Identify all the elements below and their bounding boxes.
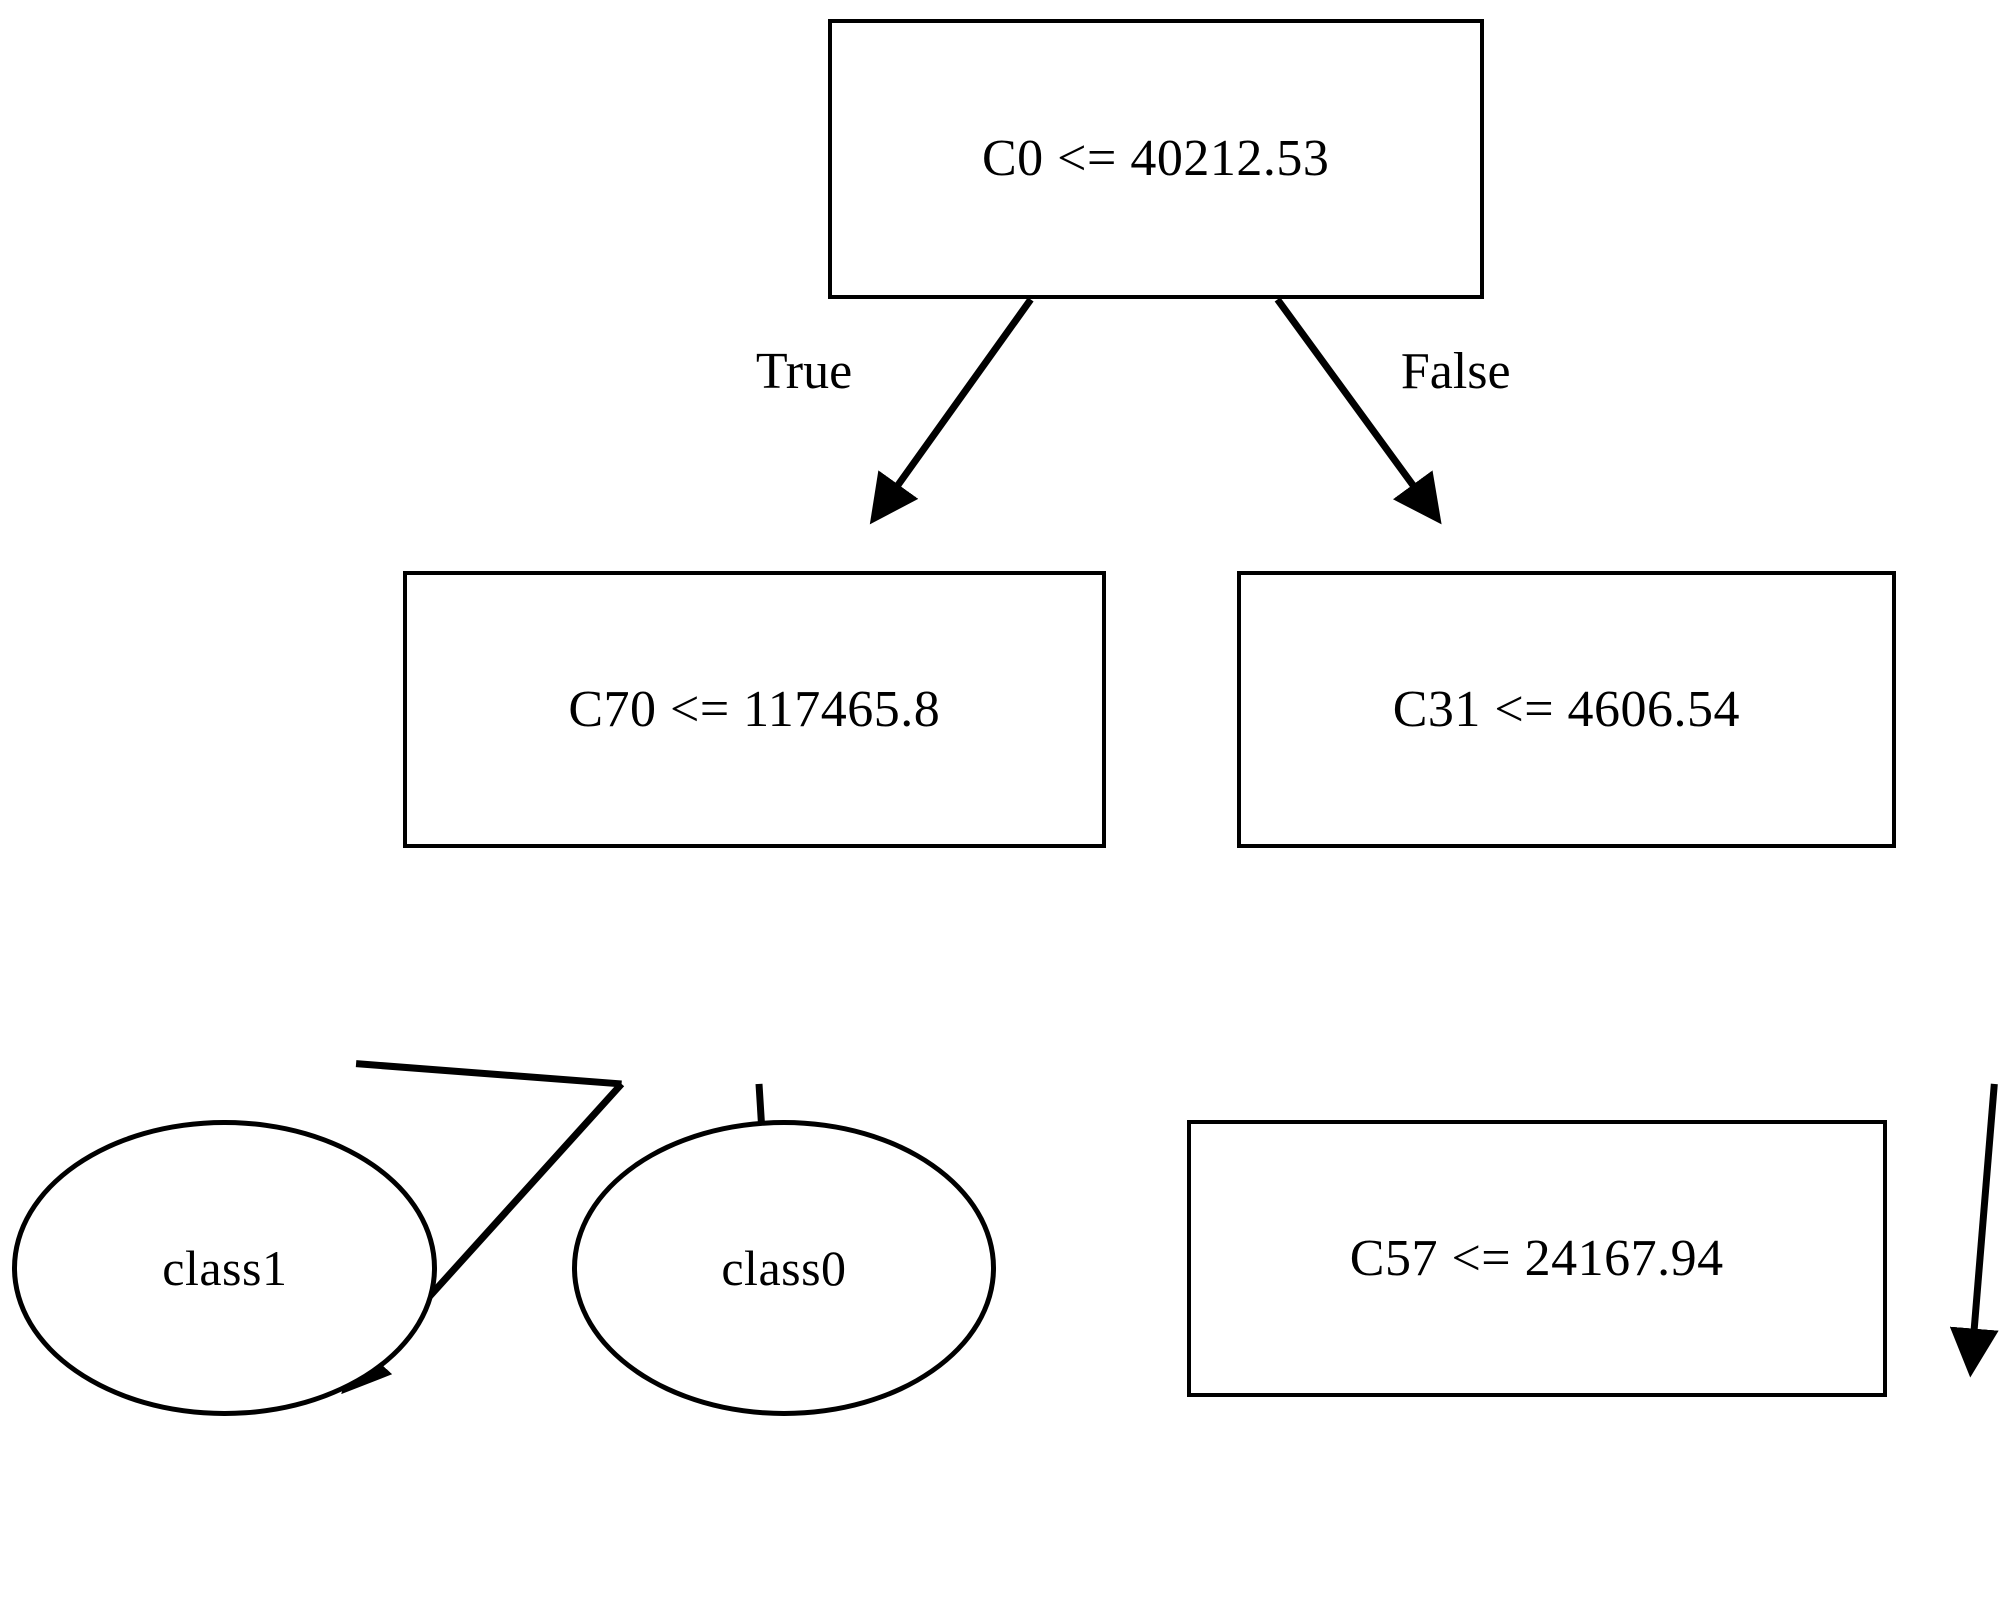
edge-right-split-to-mid-split (1949, 1083, 1999, 1378)
tree-node-mid-split[interactable]: C57 <= 24167.94 (1186, 1119, 1887, 1398)
tree-node-left-split-label: C70 <= 117465.8 (568, 680, 941, 738)
tree-leaf-class1-a-label: class1 (162, 1239, 288, 1296)
edge-root-to-left-split (869, 297, 1034, 525)
edge-label-true: True (755, 343, 853, 401)
tree-node-root-label: C0 <= 40212.53 (981, 130, 1330, 188)
tree-node-root[interactable]: C0 <= 40212.53 (827, 18, 1484, 300)
tree-node-right-split[interactable]: C31 <= 4606.54 (1236, 570, 1896, 849)
tree-leaf-class0-b-label: class0 (721, 1239, 847, 1296)
tree-leaf-class1-a[interactable]: class1 (12, 1119, 438, 1417)
edge-root-to-right-split (1274, 297, 1442, 525)
edge-label-false: False (1400, 343, 1511, 401)
tree-node-mid-split-label: C57 <= 24167.94 (1349, 1229, 1724, 1287)
tree-leaf-class0-b[interactable]: class0 (571, 1119, 997, 1417)
tree-node-right-split-label: C31 <= 4606.54 (1392, 680, 1741, 738)
tree-node-left-split[interactable]: C70 <= 117465.8 (402, 570, 1106, 849)
edge-left-split-to-leaf-a (355, 1060, 622, 1088)
